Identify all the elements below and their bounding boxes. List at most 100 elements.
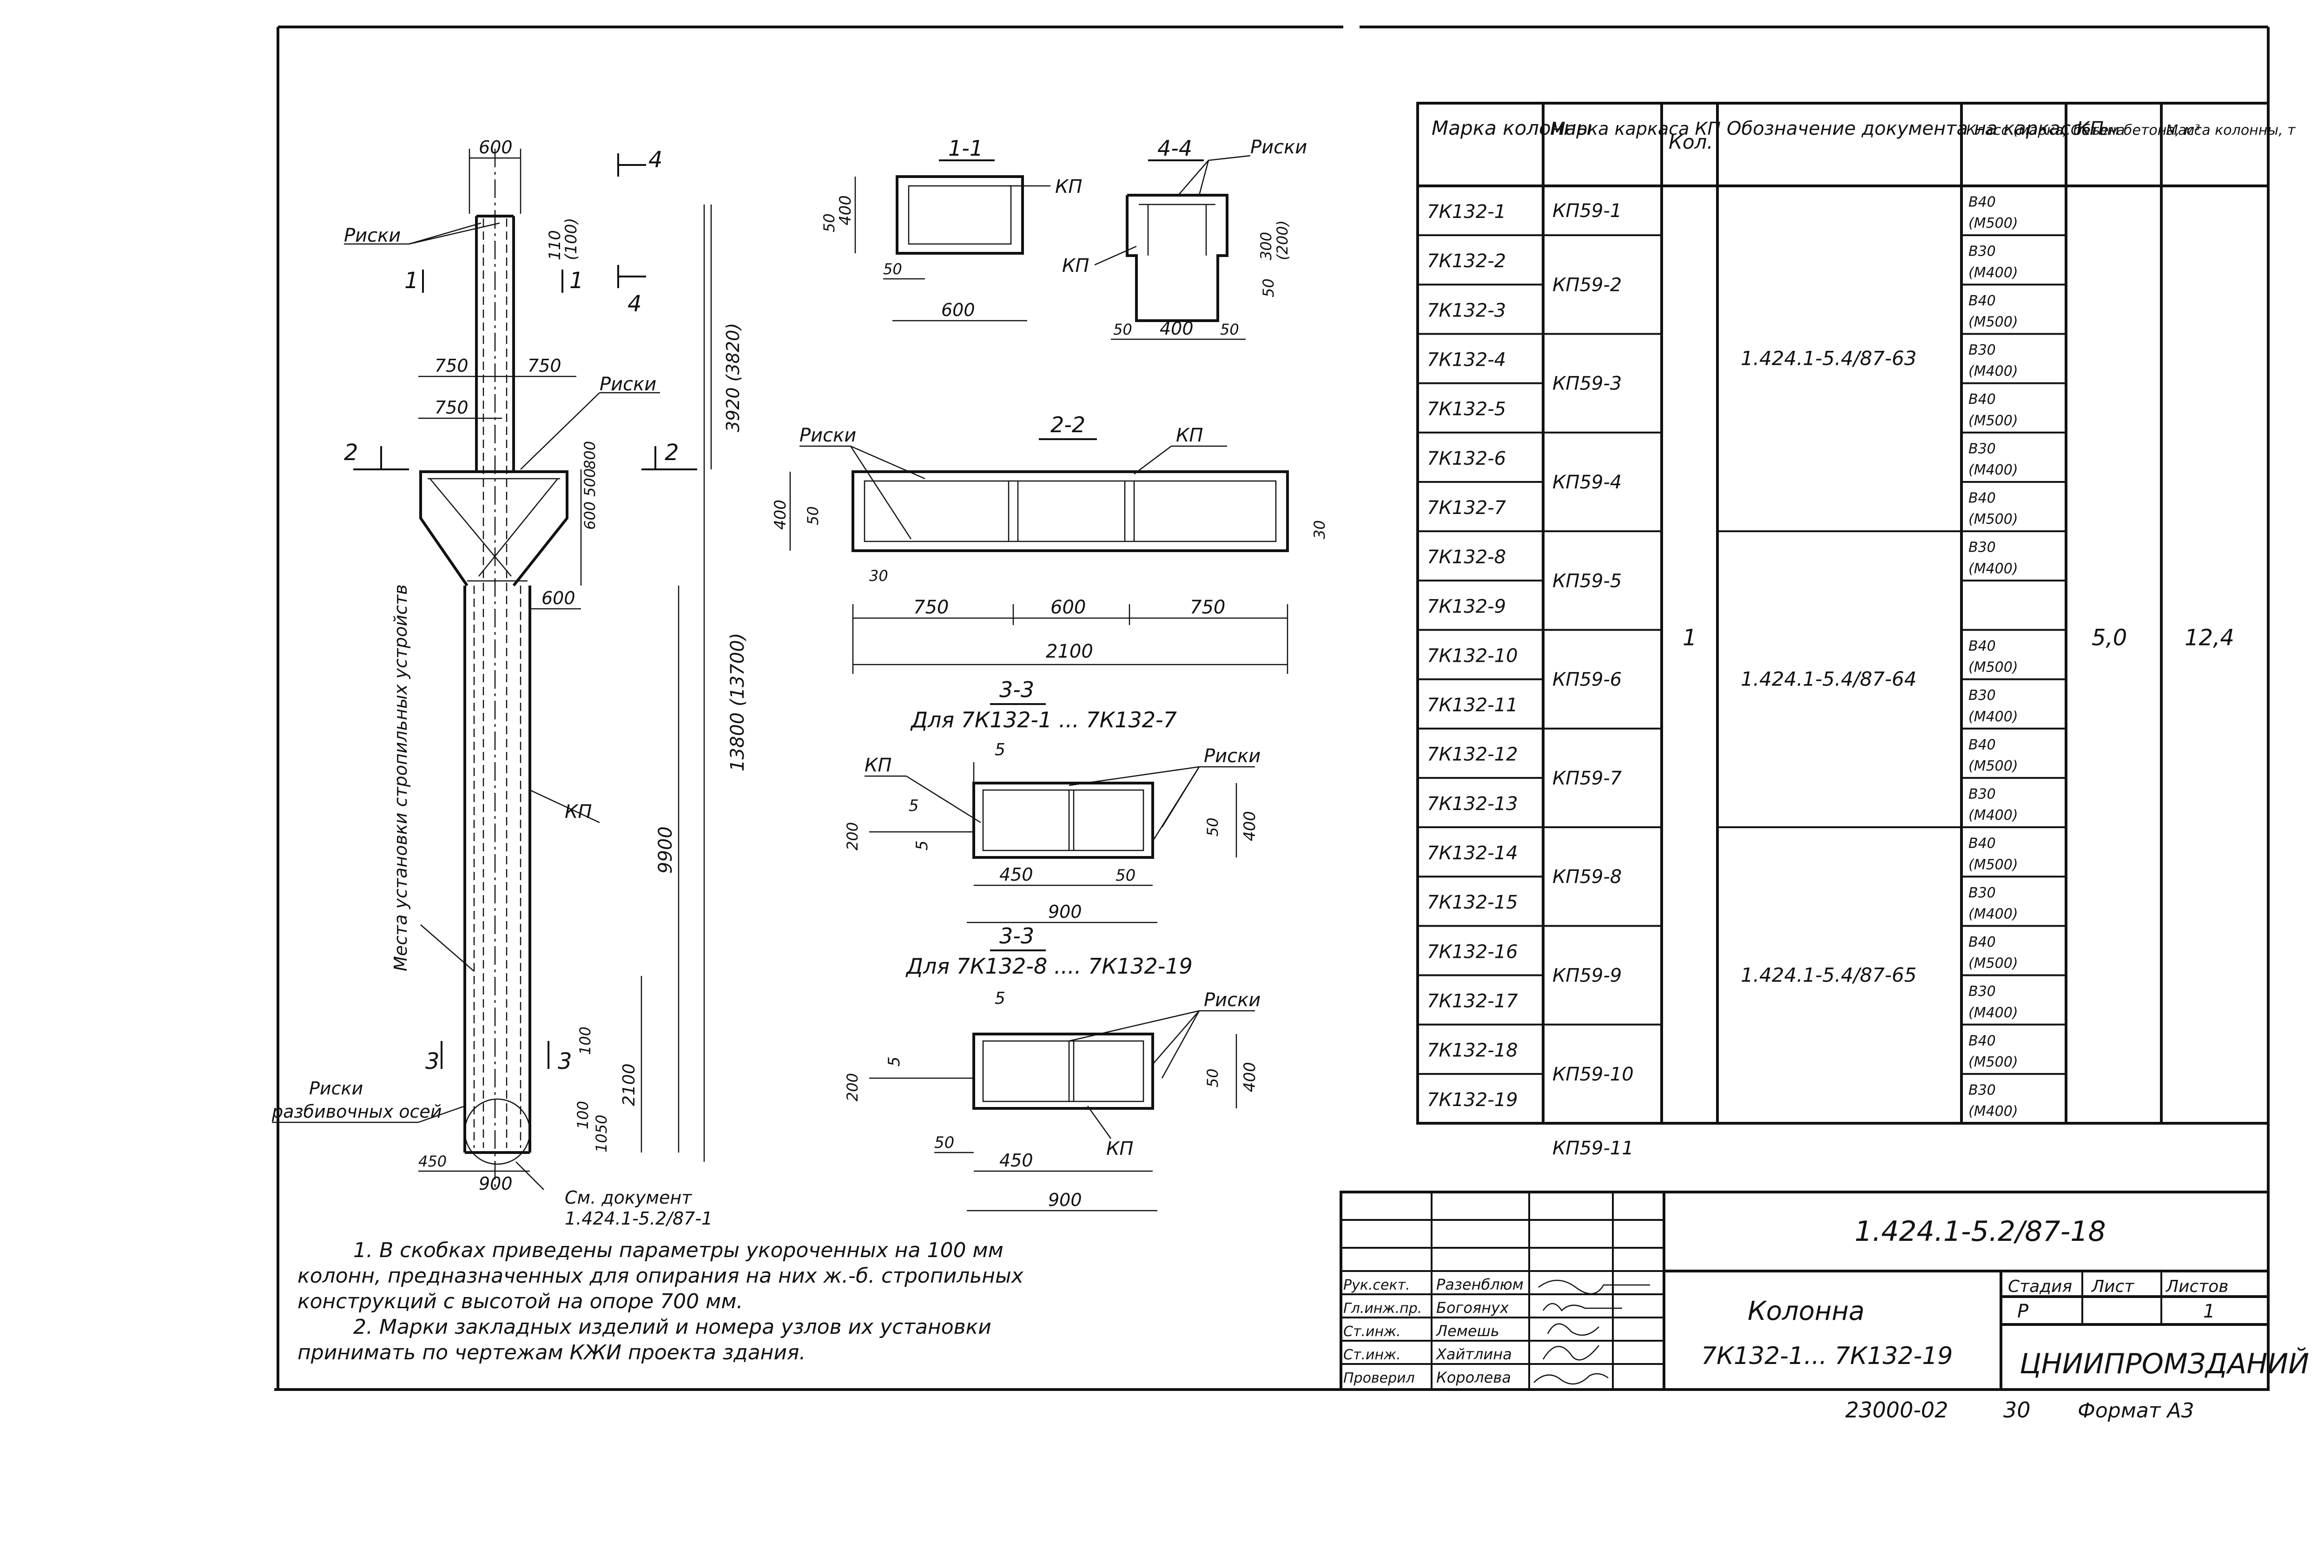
- dim-2100: 2100: [620, 1063, 639, 1106]
- signature-5: [1533, 1373, 1609, 1385]
- sec-4-4-d200: (200): [1274, 220, 1291, 260]
- row-class: В40: [1968, 1033, 1996, 1049]
- risks-top-label: Риски: [344, 225, 401, 246]
- sec-2-2-d400: 400: [771, 500, 790, 530]
- sec-1-1-d50b: 50: [883, 260, 902, 278]
- row-doc: 1.424.1-5.4/87-65: [1741, 964, 1916, 987]
- staff-role-1: Рук.сект.: [1343, 1277, 1410, 1293]
- section-3-3b: 3-3 Для 7К132-8 .... 7К132-19 Риски 5 5 …: [844, 923, 1261, 1212]
- row-mark: 7К132-7: [1427, 497, 1506, 519]
- hdr-mass: Масса колонны, т: [2166, 122, 2296, 138]
- row-class: В40: [1968, 737, 1996, 753]
- row-frame: КП59-1: [1552, 200, 1622, 222]
- row-class: В40: [1968, 638, 1996, 654]
- row-frame: КП59-6: [1552, 669, 1622, 691]
- sec-3-3a-d5b: 5: [909, 797, 919, 815]
- dim-3920: 3920 (3820): [723, 323, 743, 432]
- staff-role-3: Ст.инж.: [1343, 1324, 1401, 1340]
- row-class-mark: (М500): [1968, 856, 2018, 873]
- sec-3-3a-d200: 200: [844, 822, 861, 850]
- note-1-line-1: 1. В скобках приведены параметры укороче…: [353, 1239, 1004, 1262]
- row-class: В40: [1968, 934, 1996, 950]
- sec-3-3b-title: 3-3: [999, 923, 1034, 949]
- sec2-right-label: 2: [665, 440, 679, 466]
- footer: 23000-02 30 Формат А3: [1845, 1397, 2194, 1423]
- footer-number: 23000-02: [1845, 1397, 1948, 1423]
- sec-3-3b-risks: Риски: [1204, 989, 1261, 1011]
- row-mass: 12,4: [2185, 625, 2234, 651]
- sec-4-4-d50: 50: [1260, 278, 1277, 297]
- dim-750-b: 750: [528, 356, 561, 376]
- row-mark: 7К132-5: [1427, 399, 1506, 420]
- sec-2-2-kp: КП: [1176, 425, 1203, 446]
- sec-1-1-d600: 600: [941, 300, 975, 320]
- row-mark: 7К132-16: [1427, 941, 1518, 962]
- sec1-left-label: 1: [404, 268, 419, 294]
- risks-axes-label-2: разбивочных осей: [271, 1101, 442, 1122]
- row-frame: КП59-8: [1552, 866, 1622, 888]
- sec-2-2-d50: 50: [804, 506, 822, 525]
- row-mark: 7К132-18: [1427, 1040, 1518, 1061]
- sec1-right-label: 1: [569, 268, 584, 294]
- sec4-bot-label: 4: [627, 291, 642, 317]
- sec-3-3a-title: 3-3: [999, 677, 1034, 702]
- row-mark: 7К132-11: [1427, 695, 1518, 716]
- sec-3-3a-d450: 450: [999, 864, 1033, 885]
- row-class: В30: [1968, 540, 1996, 556]
- row-frame: КП59-4: [1552, 472, 1622, 493]
- row-class: В30: [1968, 687, 1996, 704]
- staff-name-1: Разенблюм: [1436, 1276, 1524, 1293]
- sec-3-3b-d5a: 5: [995, 989, 1005, 1008]
- row-frame: КП59-10: [1552, 1064, 1634, 1085]
- row-class-mark: (М400): [1968, 709, 2018, 725]
- title-name-1: Колонна: [1748, 1296, 1865, 1326]
- sec-4-4-d300: 300: [1257, 232, 1275, 260]
- sec-3-3a-for: Для 7К132-1 ... 7К132-7: [910, 707, 1177, 732]
- section-4-4: 4-4 Риски КП 300 (200) 50 50 400 50: [1062, 136, 1307, 340]
- title-block: Рук.сект. Разенблюм Гл.инж.пр. Богоянух …: [1340, 1191, 2309, 1391]
- row-mark: 7К132-10: [1427, 645, 1518, 666]
- footer-format: Формат А3: [2078, 1399, 2194, 1423]
- row-class: В30: [1968, 342, 1996, 358]
- row-frame: КП59-3: [1552, 373, 1622, 395]
- dim-9900: 9900: [655, 826, 676, 874]
- hdr-qty: Кол.: [1669, 131, 1713, 153]
- row-doc: 1.424.1-5.4/87-64: [1741, 668, 1916, 691]
- dim-450: 450: [418, 1153, 447, 1170]
- row-class: В40: [1968, 490, 1996, 507]
- dim-100-c: 100: [574, 1101, 592, 1129]
- see-doc-2: 1.424.1-5.2/87-1: [565, 1208, 713, 1229]
- row-mark: 7К132-13: [1427, 793, 1518, 815]
- row-volume: 5,0: [2092, 625, 2127, 651]
- stage-label: Стадия: [2008, 1277, 2072, 1296]
- signature-3: [1547, 1323, 1599, 1336]
- note-2-line-1: 2. Марки закладных изделий и номера узло…: [353, 1315, 991, 1339]
- row-frame: КП59-9: [1552, 965, 1622, 987]
- row-mark: 7К132-2: [1427, 250, 1506, 272]
- row-mark: 7К132-6: [1427, 448, 1506, 469]
- row-mark: 7К132-14: [1427, 843, 1518, 864]
- sec-1-1-d400: 400: [836, 195, 855, 225]
- spec-table: Марка колонны Марка каркаса КП Кол. Обоз…: [1416, 102, 2296, 1159]
- dim-1050: 1050: [593, 1115, 610, 1153]
- stage-value: Р: [2017, 1301, 2029, 1322]
- row-class: В30: [1968, 441, 1996, 457]
- sec-1-1-d50a: 50: [820, 213, 838, 232]
- sheets-label: Листов: [2165, 1277, 2228, 1296]
- sec-3-3a-risks: Риски: [1204, 745, 1261, 767]
- row-mark: 7К132-8: [1427, 547, 1506, 568]
- row-class-mark: (М500): [1968, 955, 2018, 972]
- sec-1-1-title: 1-1: [948, 136, 983, 161]
- dim-600-top: 600: [479, 137, 513, 158]
- place-label: Места установки стропильных устройств: [390, 584, 411, 971]
- sec-3-3b-kp: КП: [1106, 1138, 1133, 1160]
- row-mark: 7К132-19: [1427, 1089, 1518, 1111]
- sec-3-3a-d50: 50: [1116, 866, 1136, 885]
- row-frame: КП59-2: [1552, 274, 1622, 296]
- dim-750-c: 750: [435, 397, 469, 418]
- hdr-volume: Объем бетона, м³: [2071, 122, 2200, 138]
- row-class-mark: (М500): [1968, 413, 2018, 429]
- sec3-right-label: 3: [558, 1048, 572, 1074]
